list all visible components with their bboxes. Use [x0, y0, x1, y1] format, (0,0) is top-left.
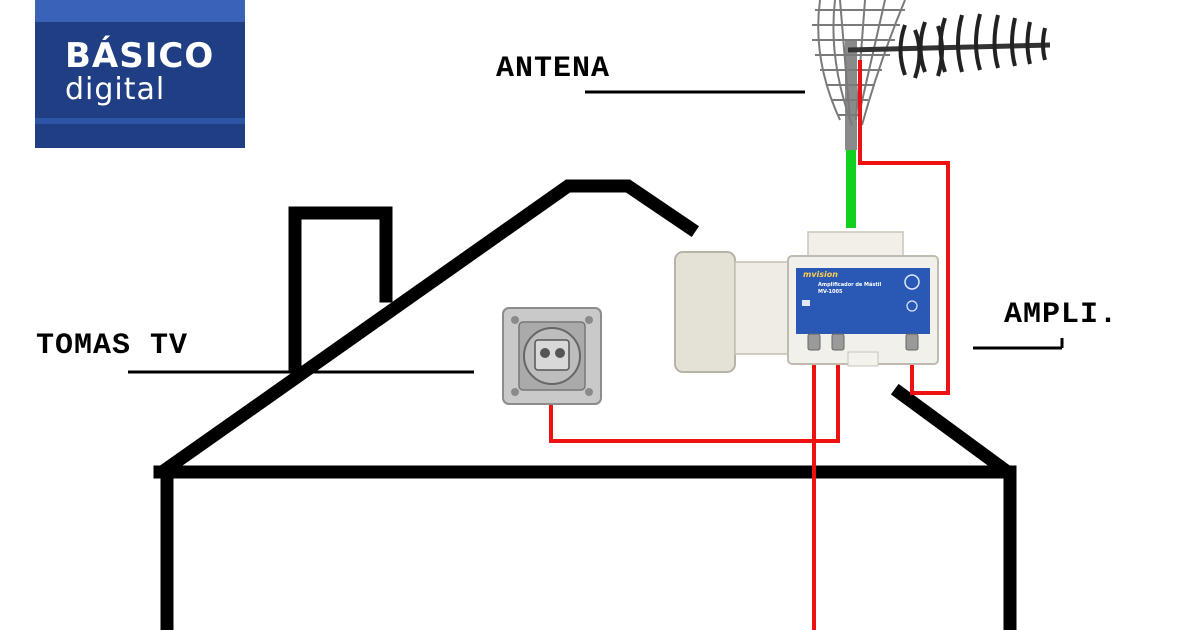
amplifier-label-panel — [796, 268, 930, 334]
basico-digital-logo: BÁSICO digital — [35, 0, 245, 148]
tv-outlet-icon — [502, 307, 602, 405]
chimney — [288, 206, 393, 372]
antenna-icon — [812, 0, 1051, 150]
amplifier-model: MV-1005 — [818, 289, 843, 295]
amplifier-title: Amplificador de Mástil — [818, 282, 882, 288]
antenna-boom — [847, 42, 1051, 53]
red-cable-toma — [549, 345, 840, 443]
mast-amplifier-icon — [674, 231, 939, 373]
logo-stripe — [35, 118, 245, 124]
antenna-directors — [898, 13, 1047, 79]
logo-line2: digital — [65, 72, 166, 107]
house-outline — [153, 179, 1017, 630]
cables — [549, 60, 950, 630]
logo-top-band — [35, 0, 245, 22]
label-antena: ANTENA — [496, 52, 611, 86]
amplifier-brand: mvision — [803, 270, 838, 279]
roof-right-slope — [890, 383, 1015, 480]
label-ampli: AMPLI. — [1004, 298, 1119, 332]
red-cable-power — [858, 60, 950, 395]
amplifier-connectors — [807, 333, 919, 351]
label-tomas-tv: TOMAS TV — [36, 329, 189, 363]
roof-left-slope — [155, 179, 700, 480]
antenna-reflector — [812, 0, 906, 126]
logo-line1: BÁSICO — [65, 36, 215, 76]
label-leaders — [128, 90, 1064, 374]
antenna-mast — [845, 40, 857, 150]
amplifier-cover — [674, 251, 736, 373]
